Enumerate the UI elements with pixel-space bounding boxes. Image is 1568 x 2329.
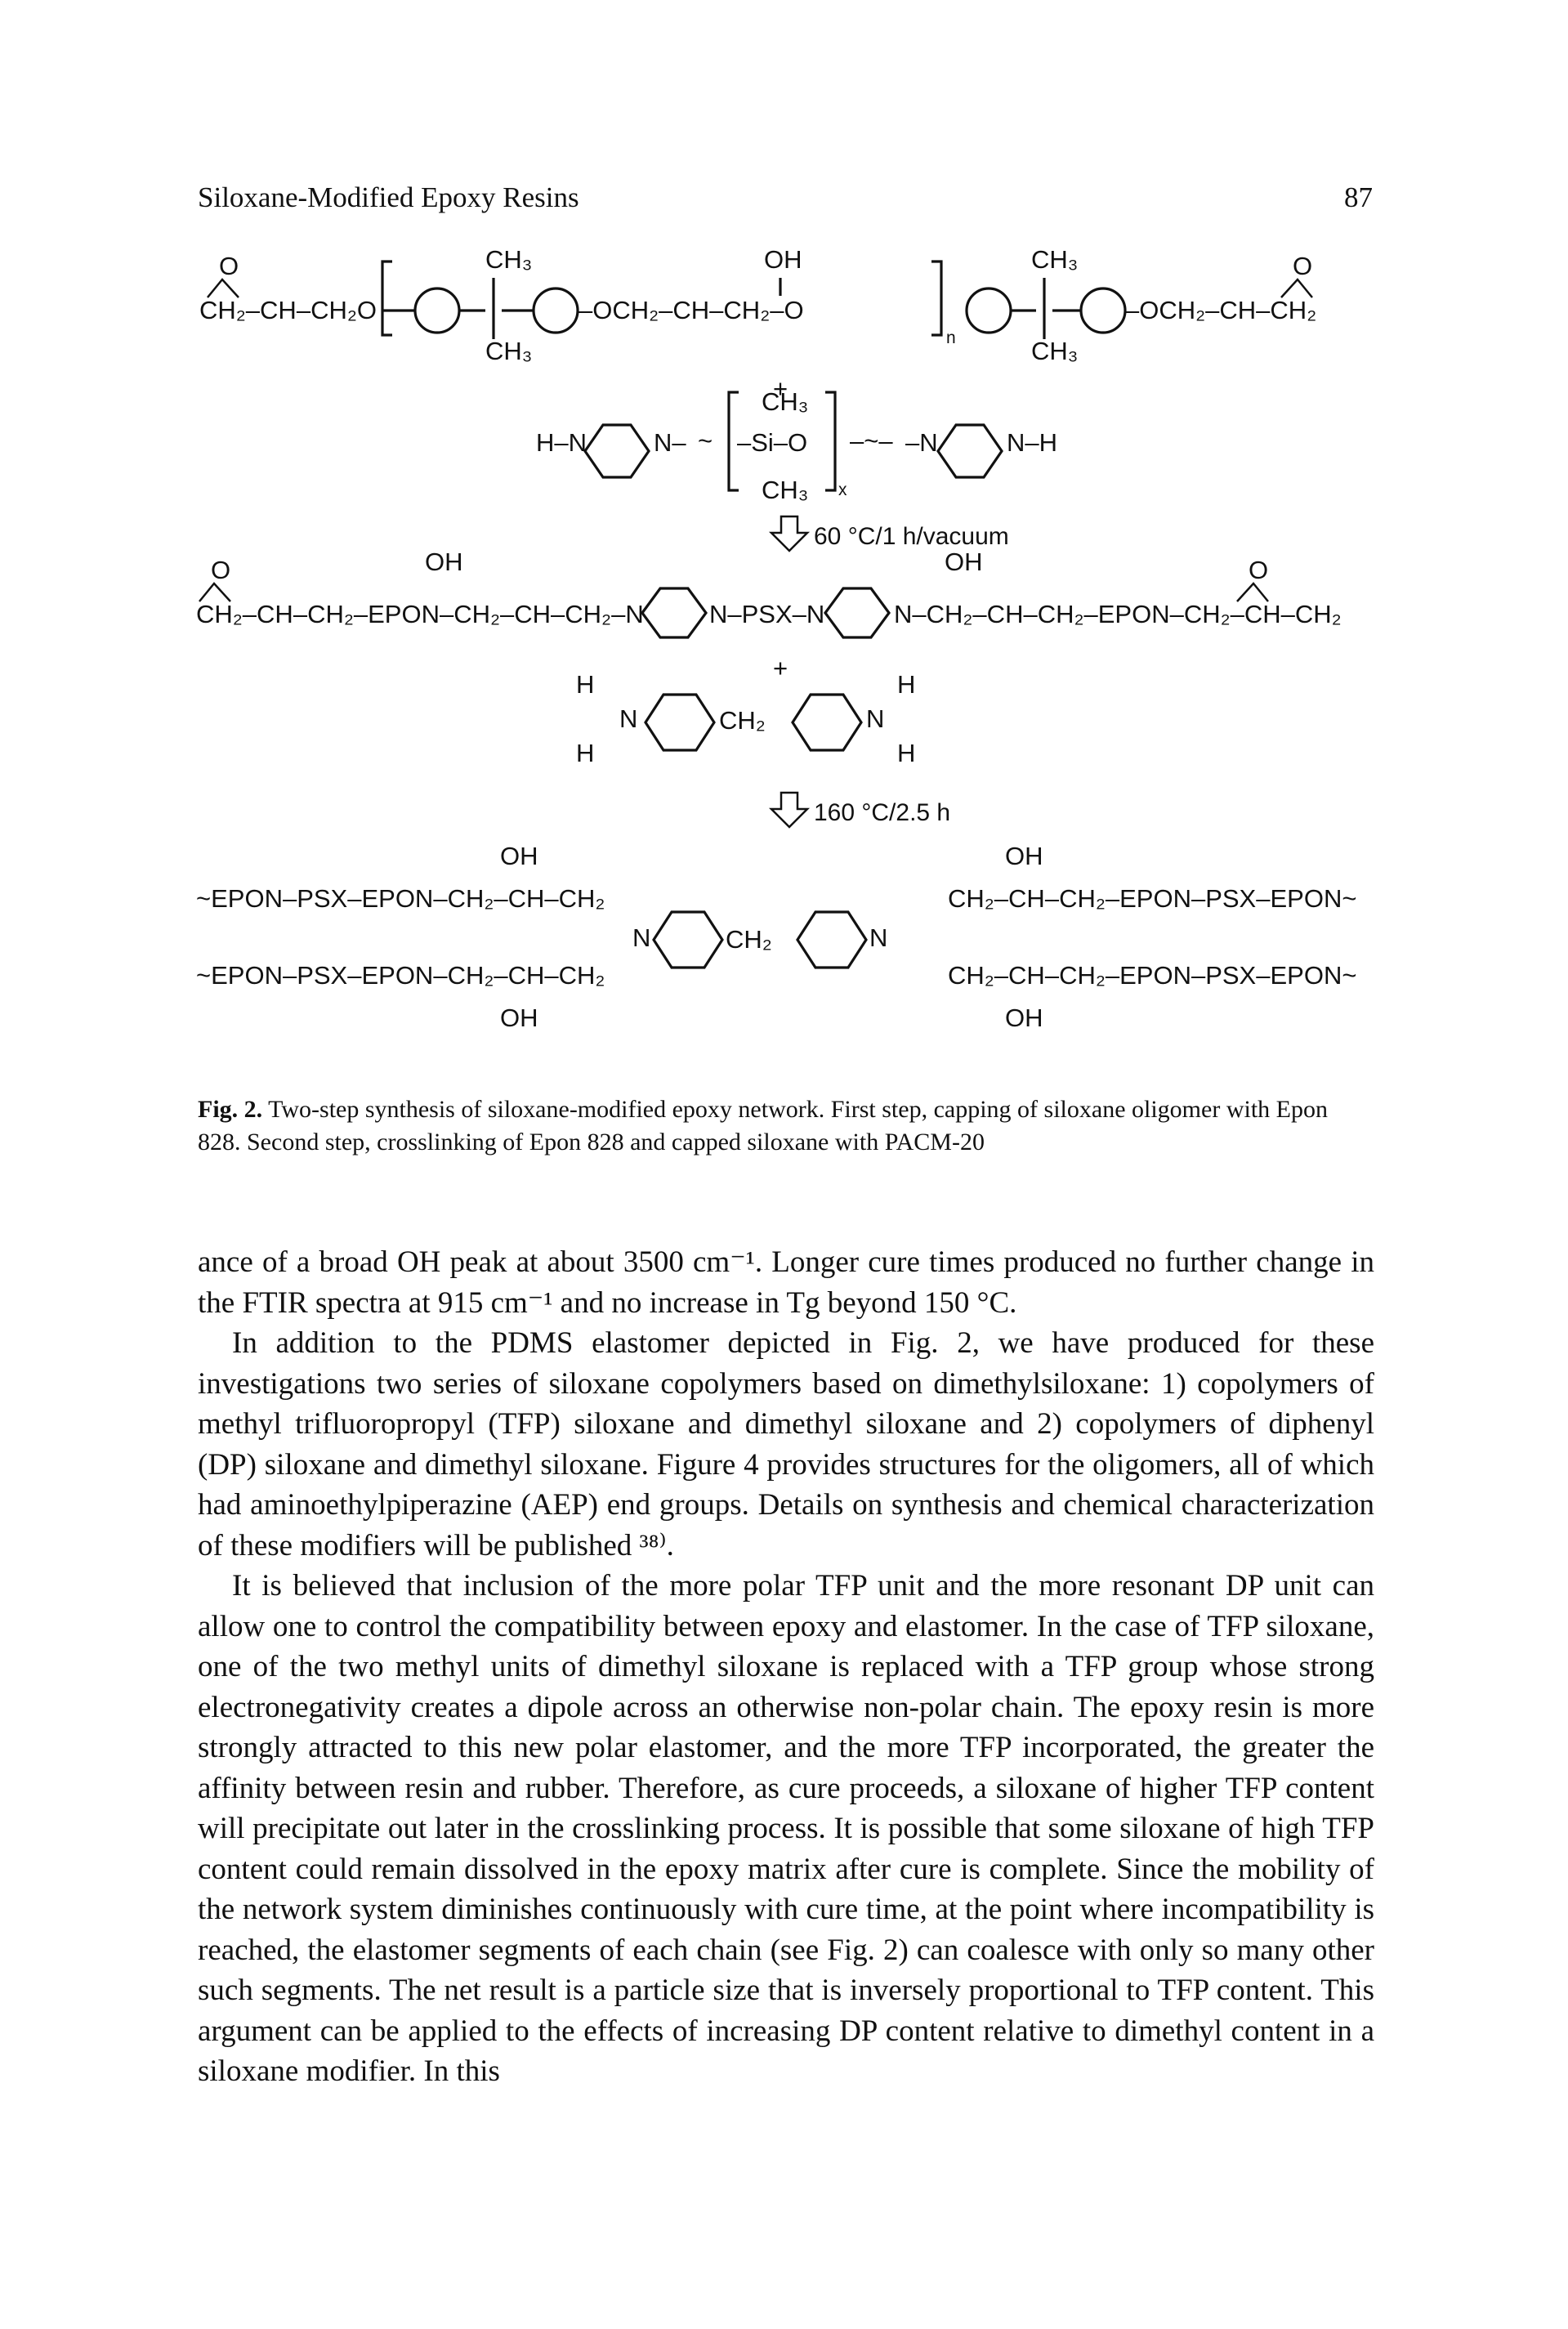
network-oh-lower-right: OH	[1005, 1004, 1043, 1032]
reaction-scheme: O CH₂–CH–CH₂O CH₃ CH₃ –OCH₂–CH–CH₂–O OH …	[196, 245, 1356, 1032]
step2-arrow: 160 °C/2.5 h	[768, 791, 950, 829]
phenyl-ring-2	[532, 287, 579, 334]
paragraph-2: In addition to the PDMS elastomer depict…	[198, 1326, 1374, 1562]
pacm-h-lower-right: H	[897, 739, 915, 767]
running-title: Siloxane-Modified Epoxy Resins	[198, 181, 579, 213]
scheme-row-network: OH OH ~EPON–PSX–EPON–CH₂–CH–CH₂ ~EPON–PS…	[196, 842, 1356, 1032]
ch3-lower-2: CH₃	[1031, 337, 1078, 365]
capped-right: N–CH₂–CH–CH₂–EPON–CH₂–CH–CH₂	[894, 600, 1342, 628]
siloxane-bracket-right	[825, 391, 837, 492]
siloxane-bracket-left	[727, 391, 739, 492]
pacm-h-upper-left: H	[576, 670, 594, 699]
network-n-right: N	[869, 923, 887, 952]
phenyl-ring-1	[413, 287, 461, 334]
step2-condition: 160 °C/2.5 h	[814, 799, 950, 826]
network-ch2: CH₂	[726, 925, 772, 954]
piperazine-ring-left	[583, 423, 650, 479]
capped-piperazine-left	[641, 587, 708, 639]
repeat-x: x	[838, 481, 847, 499]
network-ring-right	[796, 910, 868, 969]
epon-end-right: –OCH₂–CH–CH₂	[1125, 296, 1316, 324]
step1-condition: 60 °C/1 h/vacuum	[814, 523, 1009, 550]
phenyl-ring-3	[965, 287, 1012, 334]
network-n-left: N	[632, 923, 650, 952]
spacer-wave-right: –~–	[850, 427, 893, 455]
ch3-si-lower: CH₃	[762, 476, 808, 504]
running-head: Siloxane-Modified Epoxy Resins 87	[198, 181, 1373, 222]
epoxide-oxygen-left: O	[219, 252, 239, 280]
capped-middle: N–PSX–N	[709, 600, 824, 628]
network-oh-lower-left: OH	[500, 1004, 538, 1032]
piperazine-n-right: –N	[905, 428, 938, 457]
scheme-row-epon: O CH₂–CH–CH₂O CH₃ CH₃ –OCH₂–CH–CH₂–O OH …	[199, 245, 1316, 365]
cyclohexane-ring-left	[644, 693, 716, 752]
capped-oh-left: OH	[425, 548, 463, 576]
plus-sign-1: +	[773, 374, 788, 403]
epoxide-ring-left	[207, 278, 239, 298]
cyclohexane-ring-right	[791, 693, 863, 752]
network-oh-upper-right: OH	[1005, 842, 1043, 870]
body-text: ance of a broad OH peak at about 3500 cm…	[198, 1242, 1374, 2092]
piperazine-n-left: N–	[654, 428, 686, 457]
plus-sign-2: +	[773, 654, 788, 682]
piperazine-ring-right	[936, 423, 1003, 479]
network-lower-left: ~EPON–PSX–EPON–CH₂–CH–CH₂	[196, 961, 605, 990]
ch3-si-upper: CH₃	[762, 387, 808, 416]
path	[768, 791, 811, 829]
pacm-n-right: N	[866, 704, 884, 733]
repeat-bracket-right	[931, 260, 943, 337]
repeat-n: n	[946, 329, 956, 347]
network-upper-left: ~EPON–PSX–EPON–CH₂–CH–CH₂	[196, 884, 605, 913]
pacm-h-upper-right: H	[897, 670, 915, 699]
spacer-wave-left: ~	[698, 427, 713, 455]
network-lower-right: CH₂–CH–CH₂–EPON–PSX–EPON~	[948, 961, 1356, 990]
scheme-row-siloxane: H–N N– ~ CH₃ –Si–O CH₃ x –~– –N N–H	[536, 387, 1057, 504]
capped-oxygen-left: O	[211, 556, 230, 584]
pacm-ch2: CH₂	[719, 706, 766, 735]
capped-left: CH₂–CH–CH₂–EPON–CH₂–CH–CH₂–N	[196, 600, 644, 628]
ch3-lower-1: CH₃	[485, 337, 532, 365]
caption-text: Two-step synthesis of siloxane-modified …	[198, 1096, 1328, 1156]
capped-piperazine-right	[824, 587, 891, 639]
scheme-pacm20: H H N CH₂ N H H	[576, 670, 915, 767]
step1-arrow: 60 °C/1 h/vacuum	[768, 515, 1009, 552]
piperazine-nh-left: H–N	[536, 428, 587, 457]
phenyl-ring-4	[1079, 287, 1127, 334]
network-ring-left	[652, 910, 724, 969]
capped-oh-right: OH	[945, 548, 983, 576]
paragraph-1: ance of a broad OH peak at about 3500 cm…	[198, 1245, 1374, 1320]
ch3-upper-2: CH₃	[1031, 245, 1078, 274]
figure-caption: Fig. 2. Two-step synthesis of siloxane-m…	[198, 1093, 1373, 1159]
pacm-h-lower-left: H	[576, 739, 594, 767]
network-upper-right: CH₂–CH–CH₂–EPON–PSX–EPON~	[948, 884, 1356, 913]
epoxide-ring-right	[1280, 278, 1313, 298]
polyline	[1236, 582, 1269, 602]
ch3-upper-1: CH₃	[485, 245, 532, 274]
path	[768, 515, 811, 552]
scheme-row-capped: O OH OH O CH₂–CH–CH₂–EPON–CH₂–CH–CH₂–N N…	[196, 548, 1342, 639]
capped-oxygen-right: O	[1249, 556, 1268, 584]
epoxide-oxygen-right: O	[1293, 252, 1312, 280]
paragraph-3: It is believed that inclusion of the mor…	[198, 1569, 1374, 2088]
repeat-bracket-left	[381, 260, 392, 337]
oh-row1: OH	[764, 245, 802, 274]
pacm-n-left: N	[619, 704, 637, 733]
epon-middle: –OCH₂–CH–CH₂–O	[579, 296, 804, 324]
figure-label: Fig. 2.	[198, 1096, 263, 1123]
network-oh-upper-left: OH	[500, 842, 538, 870]
silicon-oxygen: –Si–O	[737, 428, 807, 457]
epon-end-left: CH₂–CH–CH₂O	[199, 296, 377, 324]
polyline	[199, 582, 231, 602]
page-number: 87	[1344, 181, 1373, 213]
piperazine-nh-right: N–H	[1007, 428, 1057, 457]
